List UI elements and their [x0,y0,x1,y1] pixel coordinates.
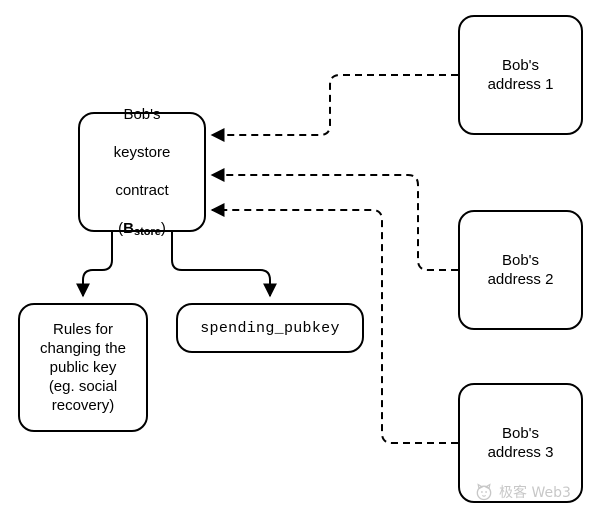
node-rules-for-changing-public-key[interactable]: Rules for changing the public key (eg. s… [18,303,148,432]
node-keystore-contract[interactable]: Bob's keystore contract (Bstore) [78,106,206,238]
keystore-paren-close: ) [160,219,166,237]
keystore-line-1: Bob's [123,105,161,123]
keystore-symbol: B [123,219,134,237]
keystore-symbol-line: (Bstore) [114,219,171,240]
node-address2-label: Bob's address 2 [487,252,554,288]
edge-keystore-to-spending [171,232,277,298]
edge-address2-to-keystore [210,168,458,271]
node-spending-label: spending_pubkey [200,319,340,337]
edge-address1-to-keystore [210,74,458,142]
node-bobs-address-3[interactable]: Bob's address 3 [458,383,583,503]
keystore-subscript: store [133,225,161,238]
node-address3-label: Bob's address 3 [487,425,554,461]
keystore-line-2: keystore [113,143,171,161]
keystore-line-3: contract [115,181,169,199]
node-address1-label: Bob's address 1 [487,57,554,93]
node-bobs-address-2[interactable]: Bob's address 2 [458,210,583,330]
keystore-paren-open: ( [118,219,124,237]
node-rules-label: Rules for changing the public key (eg. s… [40,321,126,414]
node-keystore-label: Bob's keystore contract (Bstore) [108,86,177,259]
edge-keystore-to-rules [76,232,113,298]
node-spending-pubkey[interactable]: spending_pubkey [176,303,364,353]
node-bobs-address-1[interactable]: Bob's address 1 [458,15,583,135]
